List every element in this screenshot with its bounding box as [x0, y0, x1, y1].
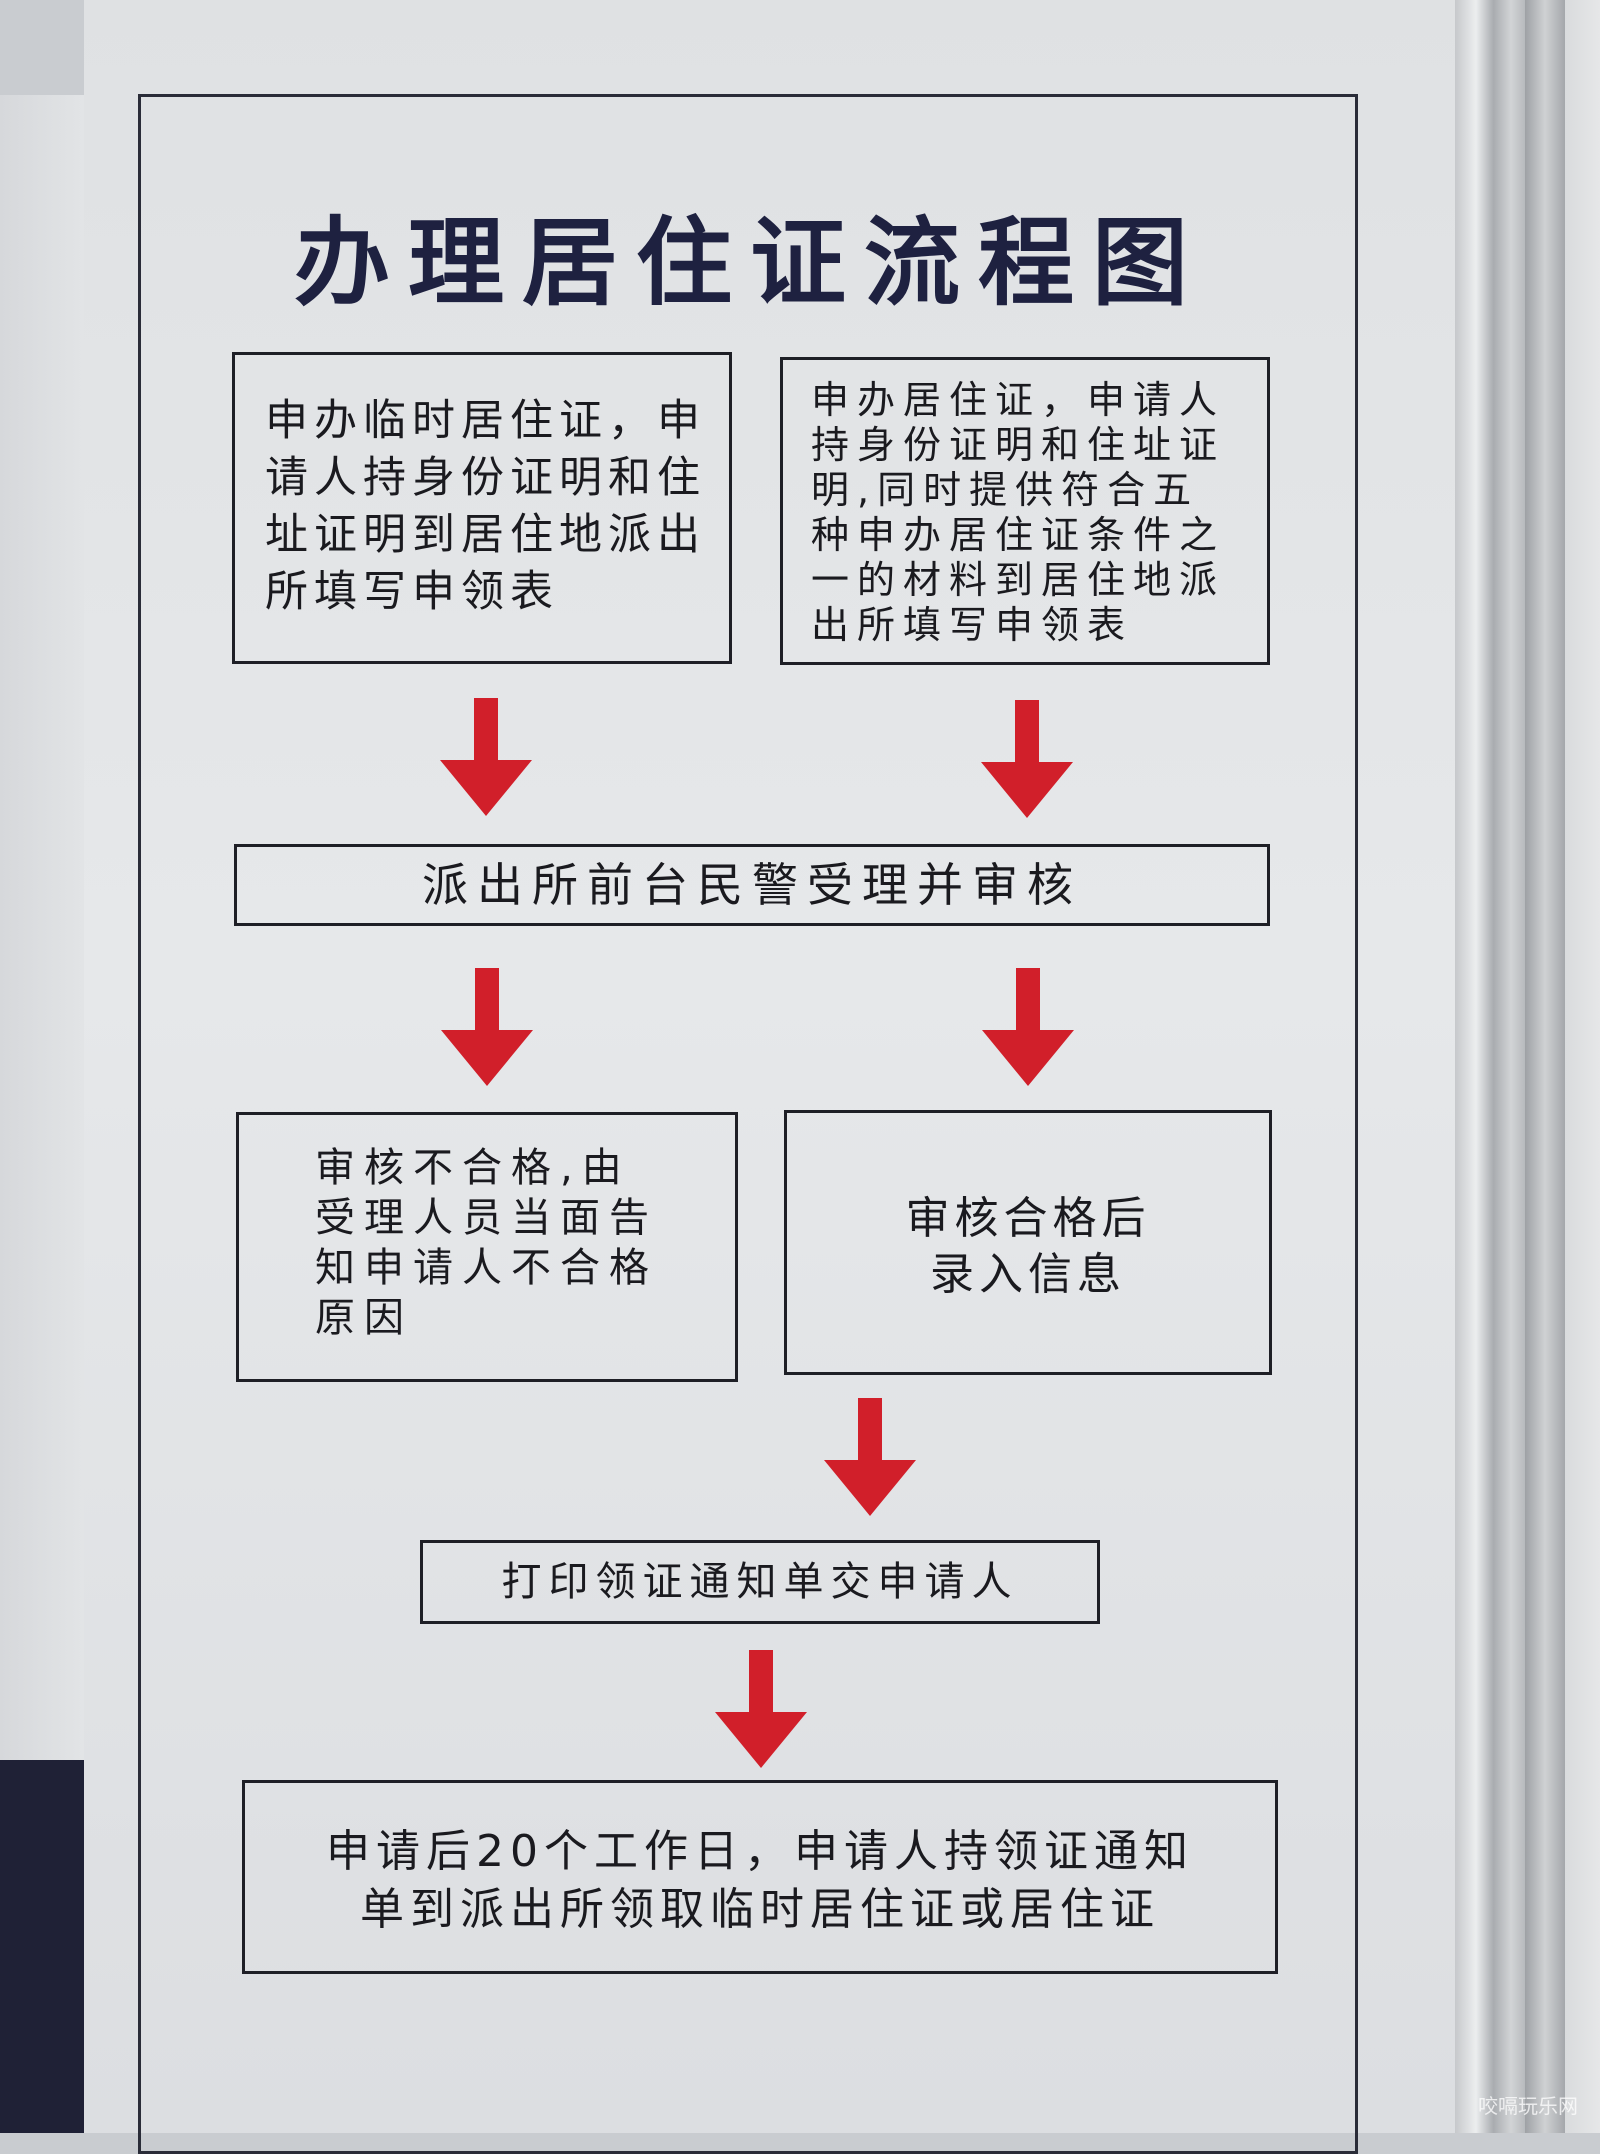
step-text: 打印领证通知单交申请人 — [501, 1559, 1019, 1605]
down-arrow-icon — [824, 1398, 916, 1516]
frame-post-edge — [1525, 0, 1565, 2133]
step-text: 申办居住证，申请人 持身份证明和住址证 明,同时提供符合五 种申办居住证条件之 … — [811, 378, 1226, 647]
down-arrow-icon — [715, 1650, 807, 1768]
down-arrow-icon — [441, 968, 533, 1086]
step-temp-residence-apply: 申办临时居住证，申 请人持身份证明和住 址证明到居住地派出 所填写申领表 — [232, 352, 732, 664]
step-review-pass: 审核合格后 录入信息 — [784, 1110, 1272, 1375]
site-watermark: 咬嗝玩乐网 — [1478, 2094, 1578, 2118]
step-text: 派出所前台民警受理并审核 — [422, 858, 1082, 912]
step-text: 审核不合格,由 受理人员当面告 知申请人不合格 原因 — [315, 1145, 658, 1341]
frame-post — [1455, 0, 1525, 2133]
down-arrow-icon — [982, 968, 1074, 1086]
arrow-shape — [440, 698, 532, 816]
arrow-shape — [715, 1650, 807, 1768]
flowchart-title: 办理居住证流程图 — [294, 207, 1206, 319]
poster-board — [84, 0, 1462, 2133]
arrow-shape — [982, 968, 1074, 1086]
step-print-notice: 打印领证通知单交申请人 — [420, 1540, 1100, 1624]
step-text: 申请后20个工作日，申请人持领证通知 单到派出所领取临时居住证或居住证 — [326, 1826, 1194, 1935]
down-arrow-icon — [981, 700, 1073, 818]
adjacent-dark-panel — [0, 1760, 95, 2133]
step-collect-permit: 申请后20个工作日，申请人持领证通知 单到派出所领取临时居住证或居住证 — [242, 1780, 1278, 1974]
step-police-review: 派出所前台民警受理并审核 — [234, 844, 1270, 926]
step-residence-apply: 申办居住证，申请人 持身份证明和住址证 明,同时提供符合五 种申办居住证条件之 … — [780, 357, 1270, 665]
wall — [1565, 0, 1600, 2133]
arrow-shape — [824, 1398, 916, 1516]
step-review-fail: 审核不合格,由 受理人员当面告 知申请人不合格 原因 — [236, 1112, 738, 1382]
arrow-shape — [441, 968, 533, 1086]
step-text: 审核合格后 录入信息 — [905, 1193, 1151, 1300]
step-text: 申办临时居住证，申 请人持身份证明和住 址证明到居住地派出 所填写申领表 — [265, 396, 706, 617]
arrow-shape — [981, 700, 1073, 818]
down-arrow-icon — [440, 698, 532, 816]
